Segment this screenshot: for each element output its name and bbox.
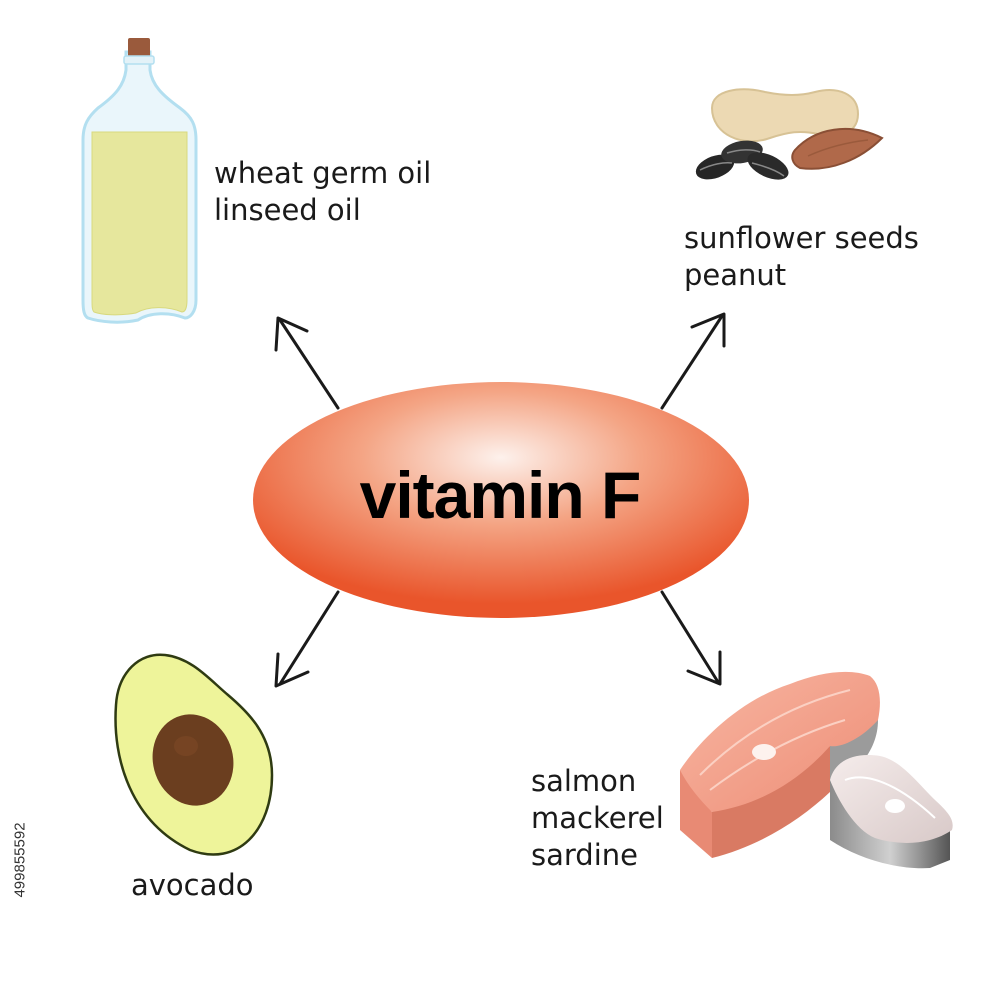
vitamin-title: vitamin F bbox=[359, 458, 642, 532]
oils-line-1: wheat germ oil bbox=[214, 156, 432, 190]
arrow-to-oils bbox=[274, 316, 340, 410]
arrow-to-avocado bbox=[274, 590, 340, 688]
nuts-seeds-icon bbox=[695, 88, 884, 180]
oils-line-2: linseed oil bbox=[214, 193, 361, 227]
oil-bottle-icon bbox=[81, 38, 198, 324]
fish-line-3: sardine bbox=[531, 838, 638, 872]
stock-id-text: 499855592 bbox=[11, 822, 29, 898]
fish-label: salmon mackerel sardine bbox=[531, 763, 664, 874]
arrow-to-fish bbox=[660, 590, 722, 686]
avocado-label: avocado bbox=[131, 867, 254, 904]
fish-line-2: mackerel bbox=[531, 801, 664, 835]
vitamin-ellipse bbox=[253, 382, 749, 618]
fish-line-1: salmon bbox=[531, 764, 637, 798]
fish-steak-icon bbox=[680, 671, 953, 869]
stock-id: 499855592 bbox=[0, 760, 40, 960]
avocado-icon bbox=[114, 653, 274, 856]
seeds-label: sunflower seeds peanut bbox=[684, 220, 919, 294]
arrow-to-seeds bbox=[660, 312, 726, 410]
oils-label: wheat germ oil linseed oil bbox=[214, 155, 431, 229]
seeds-line-2: peanut bbox=[684, 258, 787, 292]
arrows bbox=[274, 312, 726, 688]
seeds-line-1: sunflower seeds bbox=[684, 221, 919, 255]
avocado-line-1: avocado bbox=[131, 868, 254, 902]
